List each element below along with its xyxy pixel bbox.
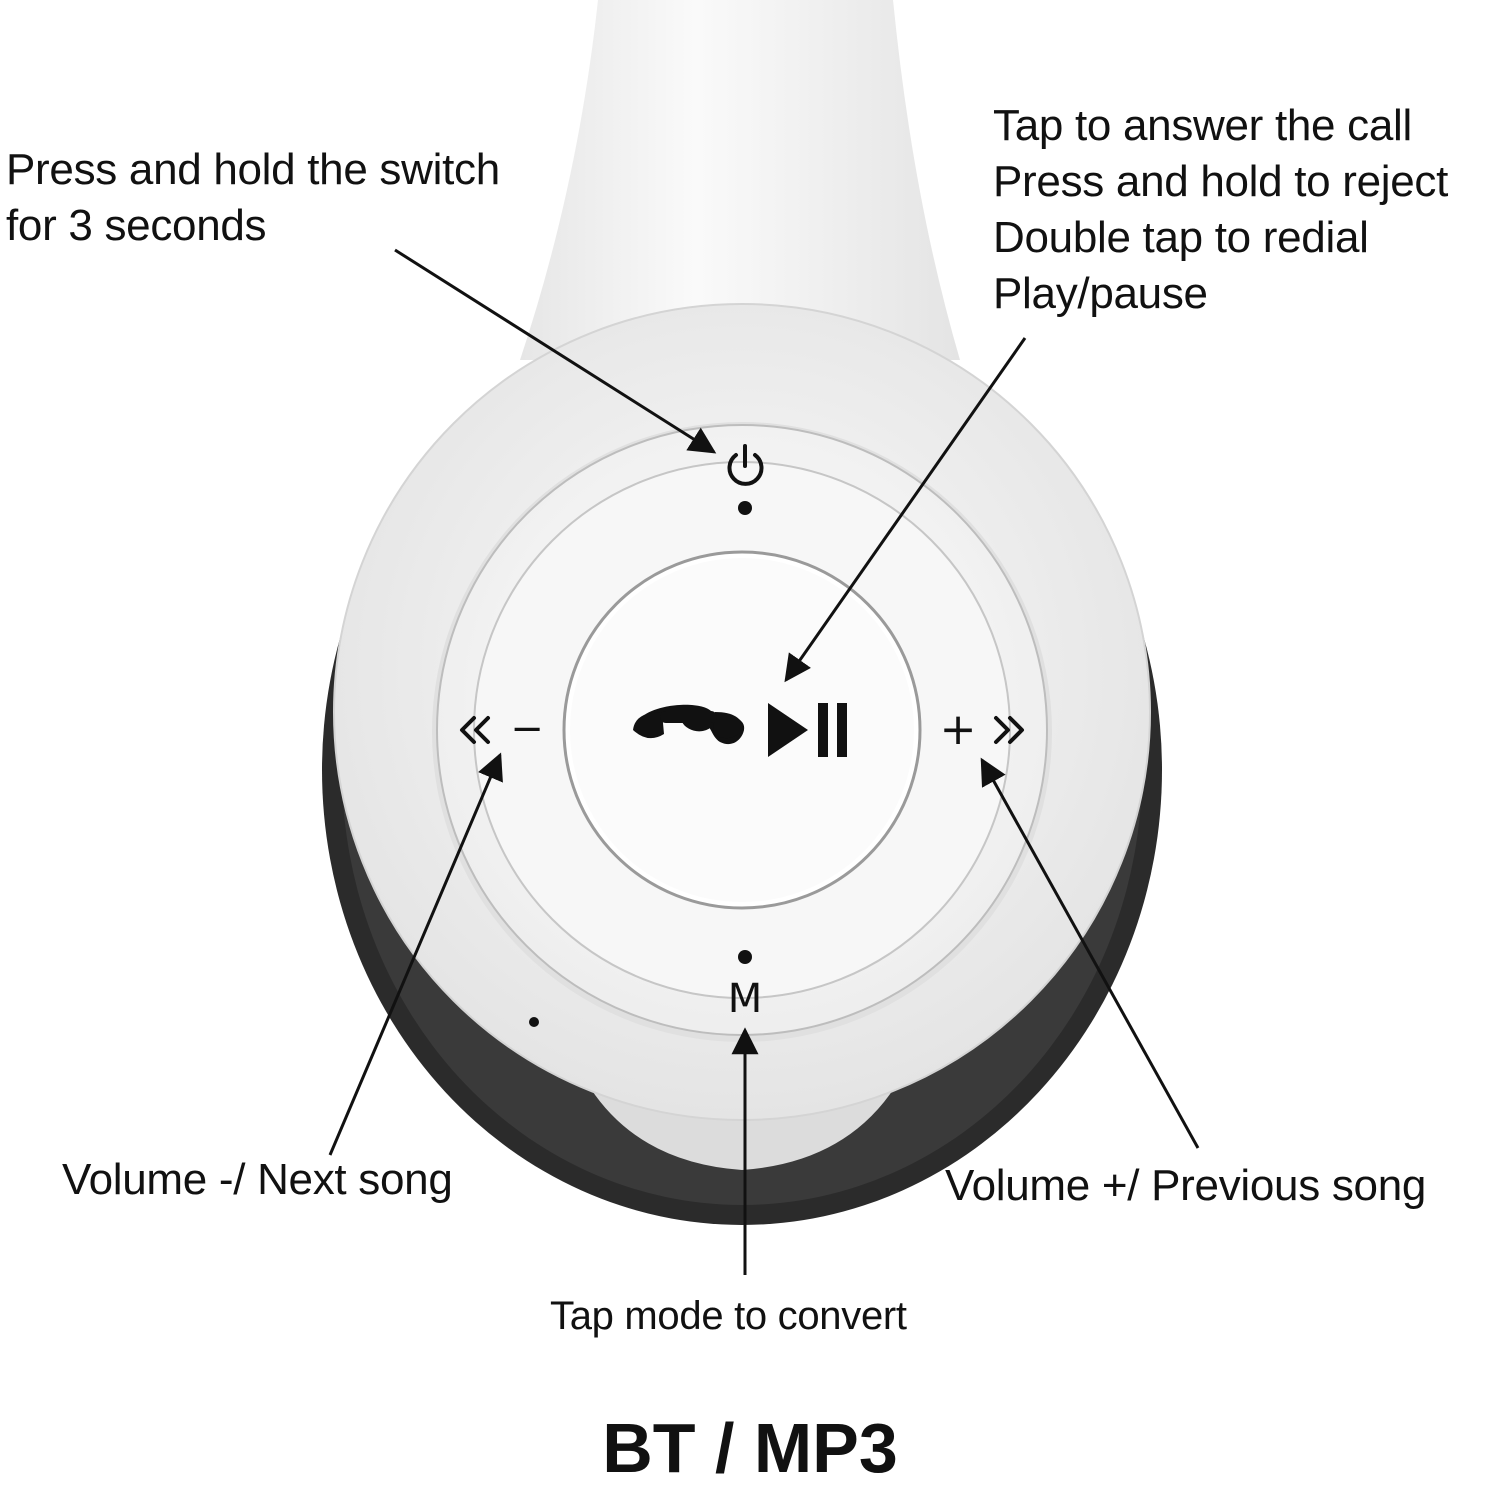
callout-line: Volume -/ Next song xyxy=(62,1155,453,1204)
callout-arrows xyxy=(328,248,1200,1275)
volume-down-callout: Volume -/ Next song xyxy=(62,1152,453,1208)
play-pause-callout: Tap to answer the call Press and hold to… xyxy=(993,98,1448,322)
volume-up-callout: Volume +/ Previous song xyxy=(945,1158,1426,1214)
callout-line: for 3 seconds xyxy=(6,201,267,250)
mode-button-label[interactable]: M xyxy=(728,976,763,1022)
power-icon[interactable] xyxy=(727,444,764,486)
callout-line: Double tap to redial xyxy=(993,213,1369,262)
mic-dot xyxy=(529,1017,539,1027)
headband xyxy=(520,0,960,360)
fast-forward-icon[interactable] xyxy=(994,716,1024,744)
arrow-power xyxy=(394,248,717,454)
arrow-play-pause xyxy=(784,337,1027,683)
phone-icon[interactable] xyxy=(633,704,745,745)
arrow-volume-up xyxy=(980,757,1200,1149)
rewind-icon[interactable] xyxy=(460,716,490,744)
footer-title: BT / MP3 xyxy=(602,1409,898,1487)
callout-line: Tap to answer the call xyxy=(993,101,1412,150)
callout-line: Press and hold the switch xyxy=(6,145,500,194)
led-dot-top xyxy=(738,501,752,515)
led-dot-bottom xyxy=(738,950,752,964)
callout-line: Volume +/ Previous song xyxy=(945,1161,1427,1210)
play-pause-icon[interactable] xyxy=(768,703,847,757)
arrow-volume-down xyxy=(328,752,503,1156)
power-callout: Press and hold the switch for 3 seconds xyxy=(6,142,500,254)
callout-line: Play/pause xyxy=(993,269,1208,318)
callout-line: Press and hold to reject xyxy=(993,157,1449,206)
volume-up-label[interactable]: + xyxy=(940,704,977,755)
volume-down-label[interactable]: − xyxy=(510,706,544,752)
mode-callout: Tap mode to convert xyxy=(550,1288,907,1344)
callout-line: Tap mode to convert xyxy=(550,1294,907,1338)
